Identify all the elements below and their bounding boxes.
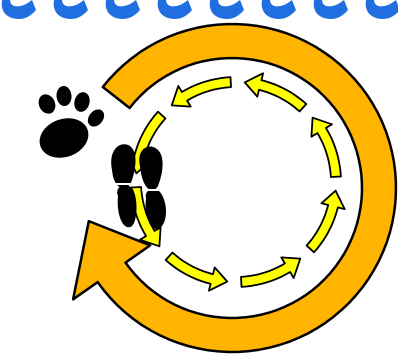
top-strip-piece [262,0,296,19]
top-strip-piece [210,0,244,19]
top-strip-piece [314,0,348,19]
top-strip-piece [158,0,192,19]
paw-print-icon [34,85,107,164]
inner-cycle-arrow [166,253,228,291]
left-shoe-print [111,144,136,227]
top-strip-piece [54,0,88,19]
inner-cycle-arrow [311,118,341,177]
inner-cycle-arrow [172,77,231,107]
top-strip-piece [2,0,36,19]
inner-cycle-arrow [241,257,300,287]
top-strip-piece [366,0,398,19]
inner-cycle [127,73,344,290]
inner-cycle-arrow [307,191,345,253]
top-strip-piece [106,0,140,19]
top-decorative-strip [2,0,398,19]
inner-cycle-arrow [245,73,307,111]
